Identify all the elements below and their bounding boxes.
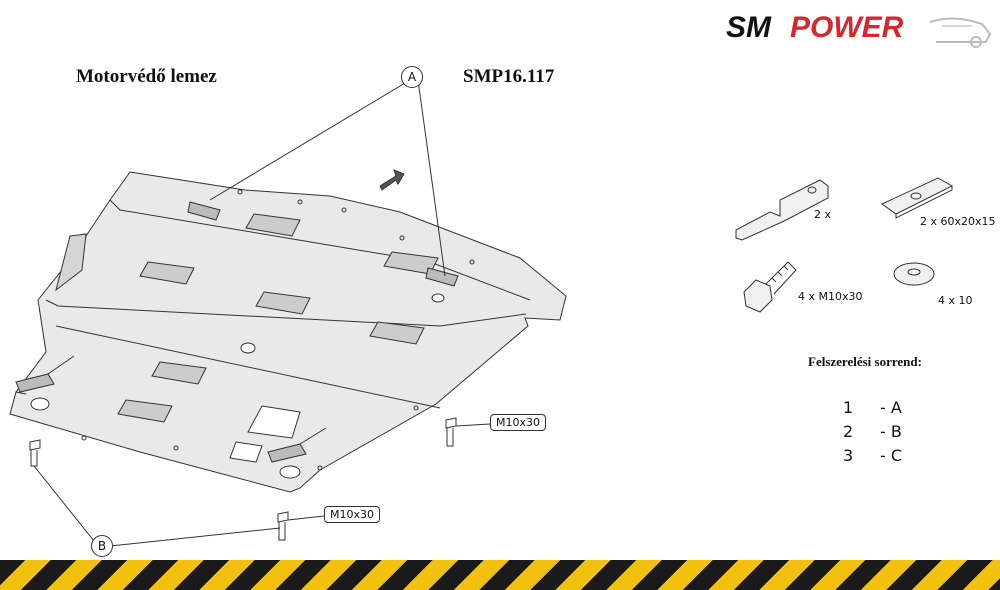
bolt-qty-label: 4 x M10x30 bbox=[798, 290, 863, 303]
installation-order-title: Felszerelési sorrend: bbox=[808, 354, 922, 369]
bolt-icon-left bbox=[29, 439, 41, 467]
order-step-1-num: 1 bbox=[843, 398, 854, 417]
bracket-part-icon bbox=[735, 179, 829, 241]
washer-part-icon bbox=[893, 262, 935, 286]
plate-part-icon bbox=[881, 177, 954, 219]
direction-arrow-icon bbox=[379, 169, 405, 191]
callout-a: A bbox=[401, 66, 423, 88]
bolt-icon-bottom bbox=[277, 511, 289, 541]
product-code: SMP16.117 bbox=[463, 66, 555, 87]
logo-sm-text: SM bbox=[726, 11, 771, 44]
bolt-part-icon bbox=[743, 261, 797, 313]
bracket-qty-label: 2 x bbox=[814, 208, 832, 221]
order-step-2-label: - B bbox=[880, 422, 902, 441]
washer-qty-label: 4 x 10 bbox=[938, 294, 973, 307]
diagram-canvas bbox=[9, 79, 954, 547]
vent-cutouts bbox=[117, 213, 439, 423]
hazard-stripe-footer bbox=[0, 560, 1000, 590]
page-title: Motorvédő lemez bbox=[76, 66, 217, 87]
logo-power-text: POWER bbox=[790, 11, 904, 44]
smpower-logo: SM POWER bbox=[724, 8, 994, 58]
bolt-callout-right: M10x30 bbox=[490, 414, 546, 431]
callout-b: B bbox=[91, 535, 113, 557]
plate-qty-label: 2 x 60x20x15 bbox=[920, 215, 996, 228]
order-step-1-label: - A bbox=[880, 398, 902, 417]
bolt-icon-right bbox=[445, 417, 457, 447]
logo-car-swoosh bbox=[929, 17, 992, 48]
order-step-3-num: 3 bbox=[843, 446, 854, 465]
bolt-callout-bottom: M10x30 bbox=[324, 506, 380, 523]
order-step-3-label: - C bbox=[880, 446, 903, 465]
order-step-2-num: 2 bbox=[843, 422, 854, 441]
